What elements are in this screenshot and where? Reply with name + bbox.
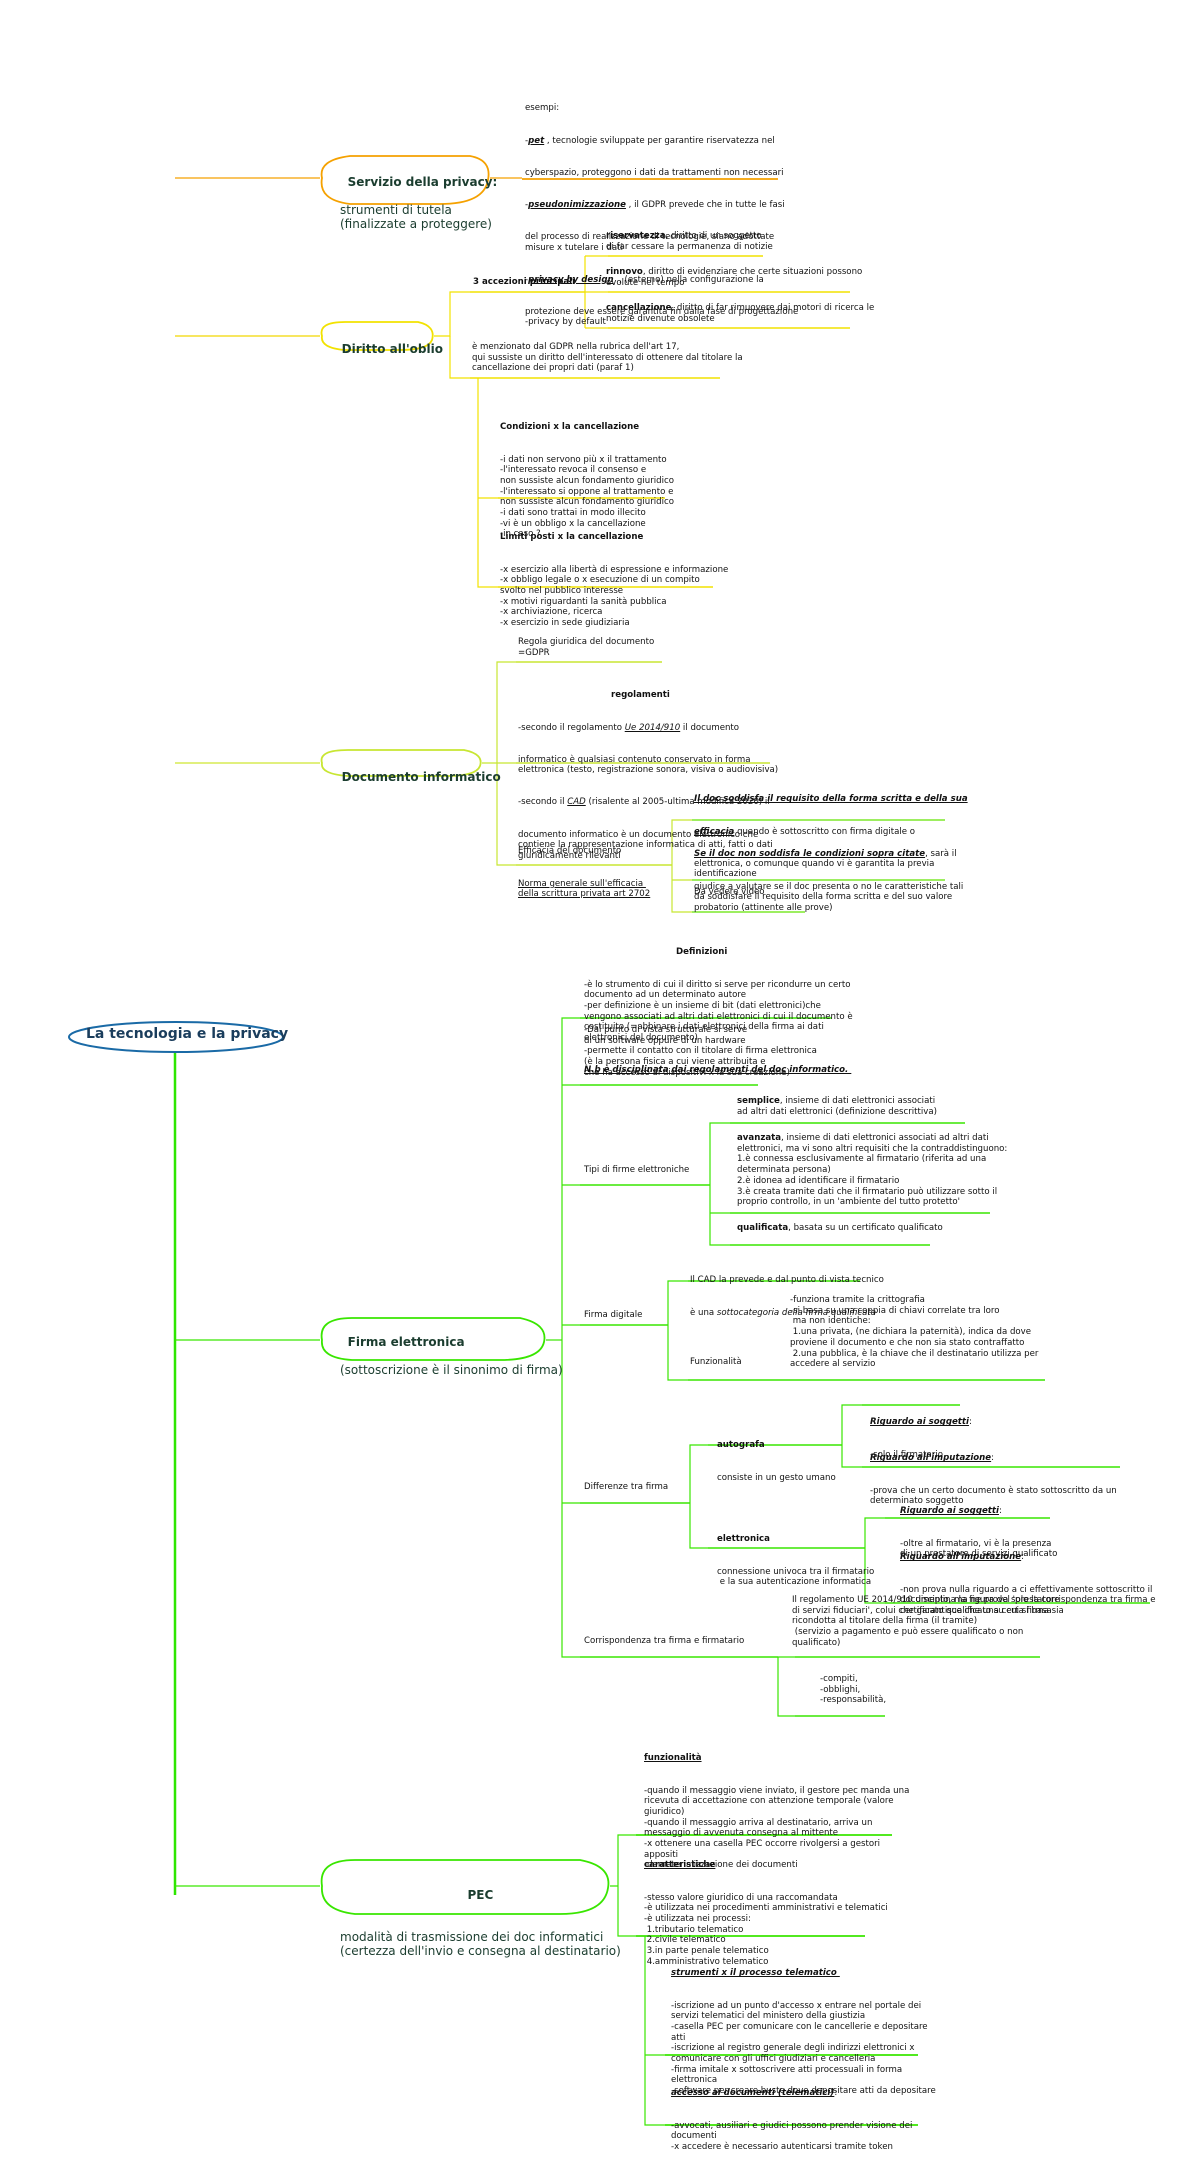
documento-efficacia: Efficacia del documento Norma generale s… (518, 846, 651, 900)
firma-differenze-title: Differenze tra firma (584, 1482, 669, 1492)
oblio-node[interactable]: Diritto all'oblio (334, 328, 443, 356)
firma-corrispondenza-text: Il regolamento UE 2014/910 disciplina la… (792, 1595, 1064, 1648)
pec-node[interactable]: PEC modalità di trasmissione dei doc inf… (340, 1860, 621, 1972)
firma-elettronica-diff: elettronica connessione univoca tra il f… (717, 1534, 875, 1588)
firma-aut-soggetti: Riguardo ai soggetti: -solo il firmatari… (870, 1417, 972, 1460)
oblio-rinnovo: rinnovo, diritto di evidenziare che cert… (606, 267, 863, 288)
pec-accesso: accesso ai documenti (telematici): -avvo… (671, 2088, 913, 2152)
pec-subtitle: modalità di trasmissione dei doc informa… (340, 1930, 621, 1958)
firma-el-soggetti: Riguardo ai soggetti: -oltre al firmatar… (900, 1506, 1058, 1560)
pec-strumenti: strumenti x il processo telematico -iscr… (671, 1968, 936, 2097)
documento-vedere-video: Da vedere video (694, 887, 765, 897)
documento-regola: Regola giuridica del documento =GDPR (518, 637, 655, 658)
pec-title: PEC (467, 1888, 494, 1902)
oblio-accezioni: 3 accezioni principali (473, 277, 576, 287)
documento-nonsoddisfa: Se il doc non soddisfa le condizioni sop… (694, 849, 964, 913)
firma-digitale-title: Firma digitale (584, 1310, 643, 1320)
firma-tipi-qualificata: qualificata, basata su un certificato qu… (737, 1223, 943, 1233)
oblio-gdpr: è menzionato dal GDPR nella rubrica dell… (472, 342, 743, 374)
oblio-limiti: Limiti posti x la cancellazione -x eserc… (500, 532, 729, 629)
oblio-condizioni: Condizioni x la cancellazione -i dati no… (500, 422, 674, 540)
servizio-subtitle: strumenti di tutela (finalizzate a prote… (340, 203, 492, 231)
oblio-cancellazione: cancellazione, diritto di far rimuovere … (606, 303, 875, 324)
firma-el-imputazione: Riguardo all'imputazione: -non prova nul… (900, 1552, 1156, 1616)
firma-definizioni: Definizioni -è lo strumento di cui il di… (584, 947, 853, 1076)
firma-tipi-avanzata: avanzata, insieme di dati elettronici as… (737, 1133, 1008, 1208)
servizio-examples: esempi: -pet , tecnologie sviluppate per… (525, 103, 799, 328)
documento-regolamenti: regolamenti -secondo il regolamento Ue 2… (518, 690, 779, 861)
oblio-title: Diritto all'oblio (341, 342, 443, 356)
documento-node-shape (320, 749, 482, 777)
firma-digitale-funz: -funziona tramite la crittografia -si ba… (790, 1295, 1039, 1370)
firma-corrispondenza-list: -compiti, -obblighi, -responsabilità, (820, 1674, 887, 1706)
root-node[interactable]: La tecnologia e la privacy (86, 1026, 289, 1042)
firma-tipi-semplice: semplice, insieme di dati elettronici as… (737, 1096, 937, 1117)
documento-soddisfa: Il doc soddisfa il requisito della forma… (694, 794, 968, 880)
oblio-riservatezza: riservatezza, diritto di un soggetto di … (606, 231, 773, 252)
oblio-node-shape (320, 321, 434, 351)
servizio-node-shape (320, 155, 490, 205)
firma-strutturale: -Dal punto di vista strutturale si serve… (584, 1025, 817, 1078)
pec-caratteristiche: caratteristiche -stesso valore giuridico… (644, 1860, 888, 1967)
servizio-title: Servizio della privacy: (347, 175, 498, 189)
documento-title: Documento informatico (341, 770, 501, 784)
firma-title: Firma elettronica (347, 1335, 465, 1349)
pec-node-shape (320, 1859, 610, 1915)
root-node-shape (68, 1021, 284, 1053)
firma-tipi-title: Tipi di firme elettroniche (584, 1165, 690, 1175)
firma-subtitle: (sottoscrizione è il sinonimo di firma) (340, 1363, 563, 1377)
servizio-node[interactable]: Servizio della privacy: strumenti di tut… (340, 161, 497, 245)
firma-corrispondenza-title: Corrispondenza tra firma e firmatario (584, 1636, 745, 1646)
firma-digitale-cad: Il CAD la prevede e dal punto di vista t… (690, 1275, 884, 1318)
documento-node[interactable]: Documento informatico (334, 756, 501, 784)
firma-aut-imputazione: Riguardo all'imputazione: -prova che un … (870, 1453, 1117, 1507)
firma-node[interactable]: Firma elettronica (sottoscrizione è il s… (340, 1321, 563, 1391)
pec-funzionalita: funzionalità -quando il messaggio viene … (644, 1753, 910, 1871)
firma-digitale-funz-label: Funzionalità (690, 1357, 742, 1367)
firma-autografa: autografa consiste in un gesto umano (717, 1440, 836, 1483)
firma-node-shape (320, 1317, 546, 1361)
